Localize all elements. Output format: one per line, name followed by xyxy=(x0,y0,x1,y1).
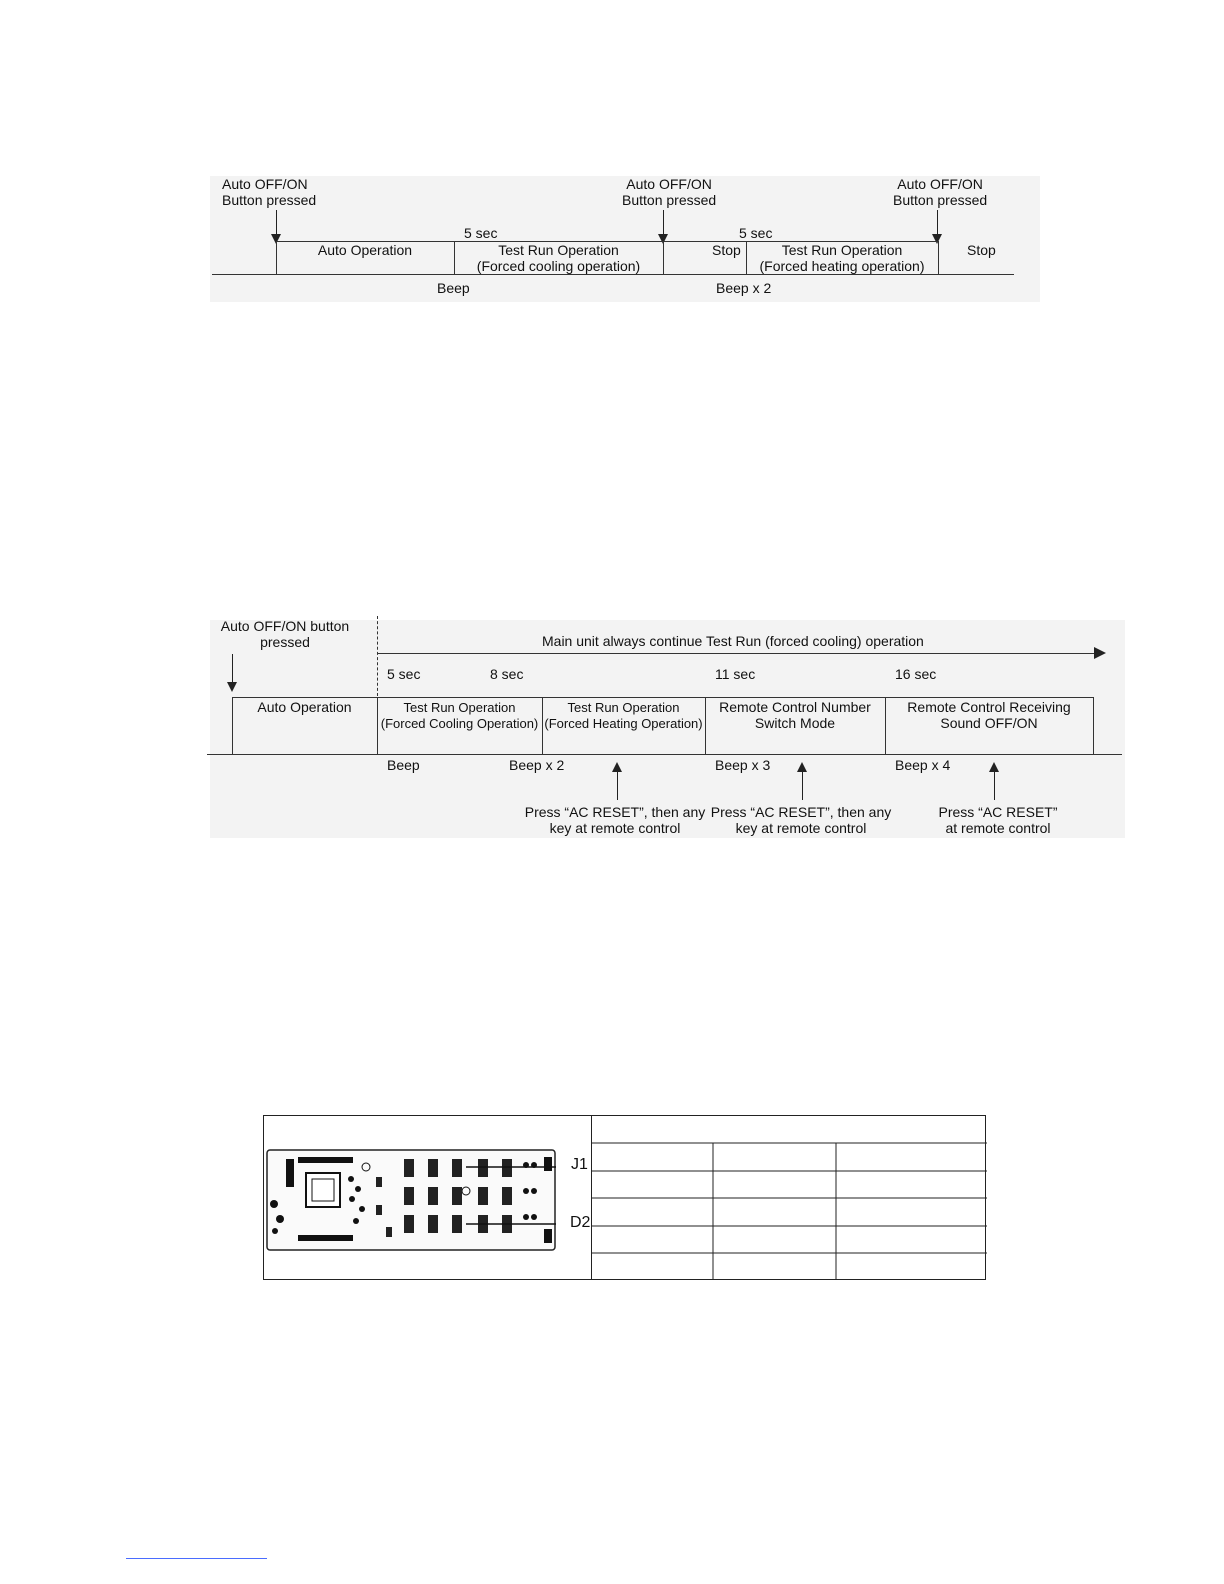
arrow-right-icon xyxy=(1094,647,1106,659)
time-mark: 16 sec xyxy=(895,666,937,682)
time-mark: 11 sec xyxy=(715,666,756,682)
segment-test-run-heating: Test Run Operation(Forced Heating Operat… xyxy=(544,700,703,731)
beep-label: Beep x 4 xyxy=(895,757,951,773)
beep-label: Beep x 3 xyxy=(715,757,771,773)
time-mark: 5 sec xyxy=(739,225,773,241)
footer-rule xyxy=(126,1558,267,1559)
segment-test-run-heating: Test Run Operation(Forced heating operat… xyxy=(759,242,925,274)
arrow-up-icon xyxy=(612,762,622,800)
arrow-down-icon xyxy=(271,210,281,244)
beep-label: Beep x 2 xyxy=(716,280,772,296)
arrow-down-icon xyxy=(932,210,942,244)
time-mark: 5 sec xyxy=(464,225,498,241)
time-mark: 8 sec xyxy=(490,666,524,682)
segment-stop: Stop xyxy=(967,242,996,258)
arrow-down-icon xyxy=(658,210,668,244)
jumper-grid xyxy=(591,1116,987,1279)
segment-auto-operation: Auto Operation xyxy=(317,242,413,258)
beep-label: Beep x 2 xyxy=(509,757,565,773)
pcb-image xyxy=(266,1149,556,1267)
instruction-text: Press “AC RESET”at remote control xyxy=(938,804,1058,836)
arrow-up-icon xyxy=(989,762,999,800)
arrow-up-icon xyxy=(797,762,807,800)
arrow-down-icon xyxy=(227,654,237,692)
time-mark: 5 sec xyxy=(387,666,421,682)
segment-test-run-cooling: Test Run Operation(Forced cooling operat… xyxy=(476,242,641,274)
beep-label: Beep xyxy=(437,280,470,296)
segment-auto-operation: Auto Operation xyxy=(257,699,352,715)
banner-text: Main unit always continue Test Run (forc… xyxy=(542,633,924,649)
pcb-label-j1: J1 xyxy=(571,1156,588,1173)
segment-test-run-cooling: Test Run Operation(Forced Cooling Operat… xyxy=(380,700,539,731)
beep-label: Beep xyxy=(387,757,420,773)
pcb-label-d2: D2 xyxy=(570,1214,591,1231)
segment-stop: Stop xyxy=(712,242,741,258)
jumper-table: J1 D2 xyxy=(263,1115,987,1280)
